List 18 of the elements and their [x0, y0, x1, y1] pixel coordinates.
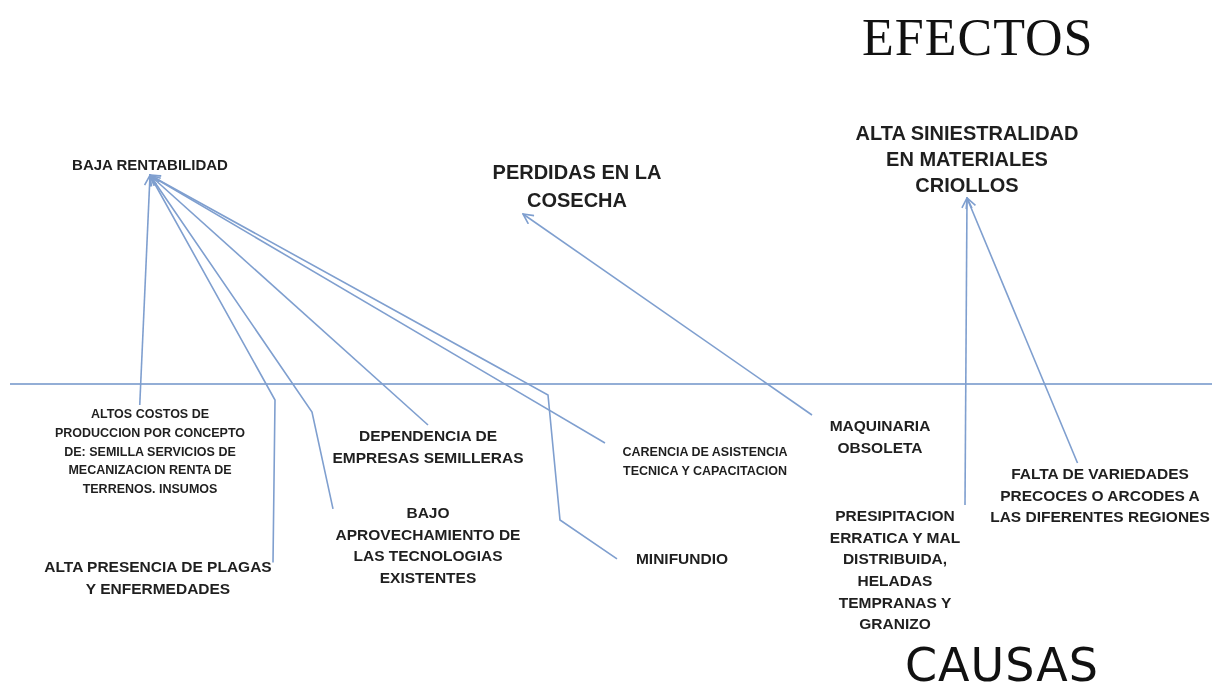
arrow	[149, 174, 606, 444]
cause-effect-text: ALTA SINIESTRALIDAD EN MATERIALES CRIOLLOS	[847, 120, 1087, 198]
cause-effect-text: BAJA RENTABILIDAD	[50, 155, 250, 176]
cause-effect-text: PERDIDAS EN LA COSECHA	[442, 158, 712, 214]
cause-effect-text: DEPENDENCIA DE EMPRESAS SEMILLERAS	[328, 425, 528, 469]
cause-effect-text: ALTA PRESENCIA DE PLAGAS Y ENFERMEDADES	[43, 556, 273, 600]
section-heading: CAUSAS	[905, 642, 1099, 688]
cause-effect-text: FALTA DE VARIEDADES PRECOCES O ARCODES A LAS DIFERENTES REGIONES	[987, 463, 1213, 529]
cause-effect-text: ALTOS COSTOS DE PRODUCCION POR CONCEPTO DE: SEMILLA SERVICIOS DE MECANIZACION RENTA DE TERRENOS. INSUMOS	[47, 405, 253, 499]
arrow	[522, 213, 813, 416]
arrow	[149, 174, 618, 560]
section-heading: EFECTOS	[862, 12, 1094, 64]
cause-effect-text: BAJO APROVECHAMIENTO DE LAS TECNOLOGIAS EXISTENTES	[333, 502, 523, 589]
cause-effect-text: MINIFUNDIO	[617, 548, 747, 570]
arrow	[149, 174, 429, 426]
arrow	[961, 197, 973, 506]
arrow	[965, 197, 1079, 464]
cause-effect-text: PRESIPITACION ERRATICA Y MAL DISTRIBUIDA, HELADAS TEMPRANAS Y GRANIZO	[807, 505, 983, 636]
